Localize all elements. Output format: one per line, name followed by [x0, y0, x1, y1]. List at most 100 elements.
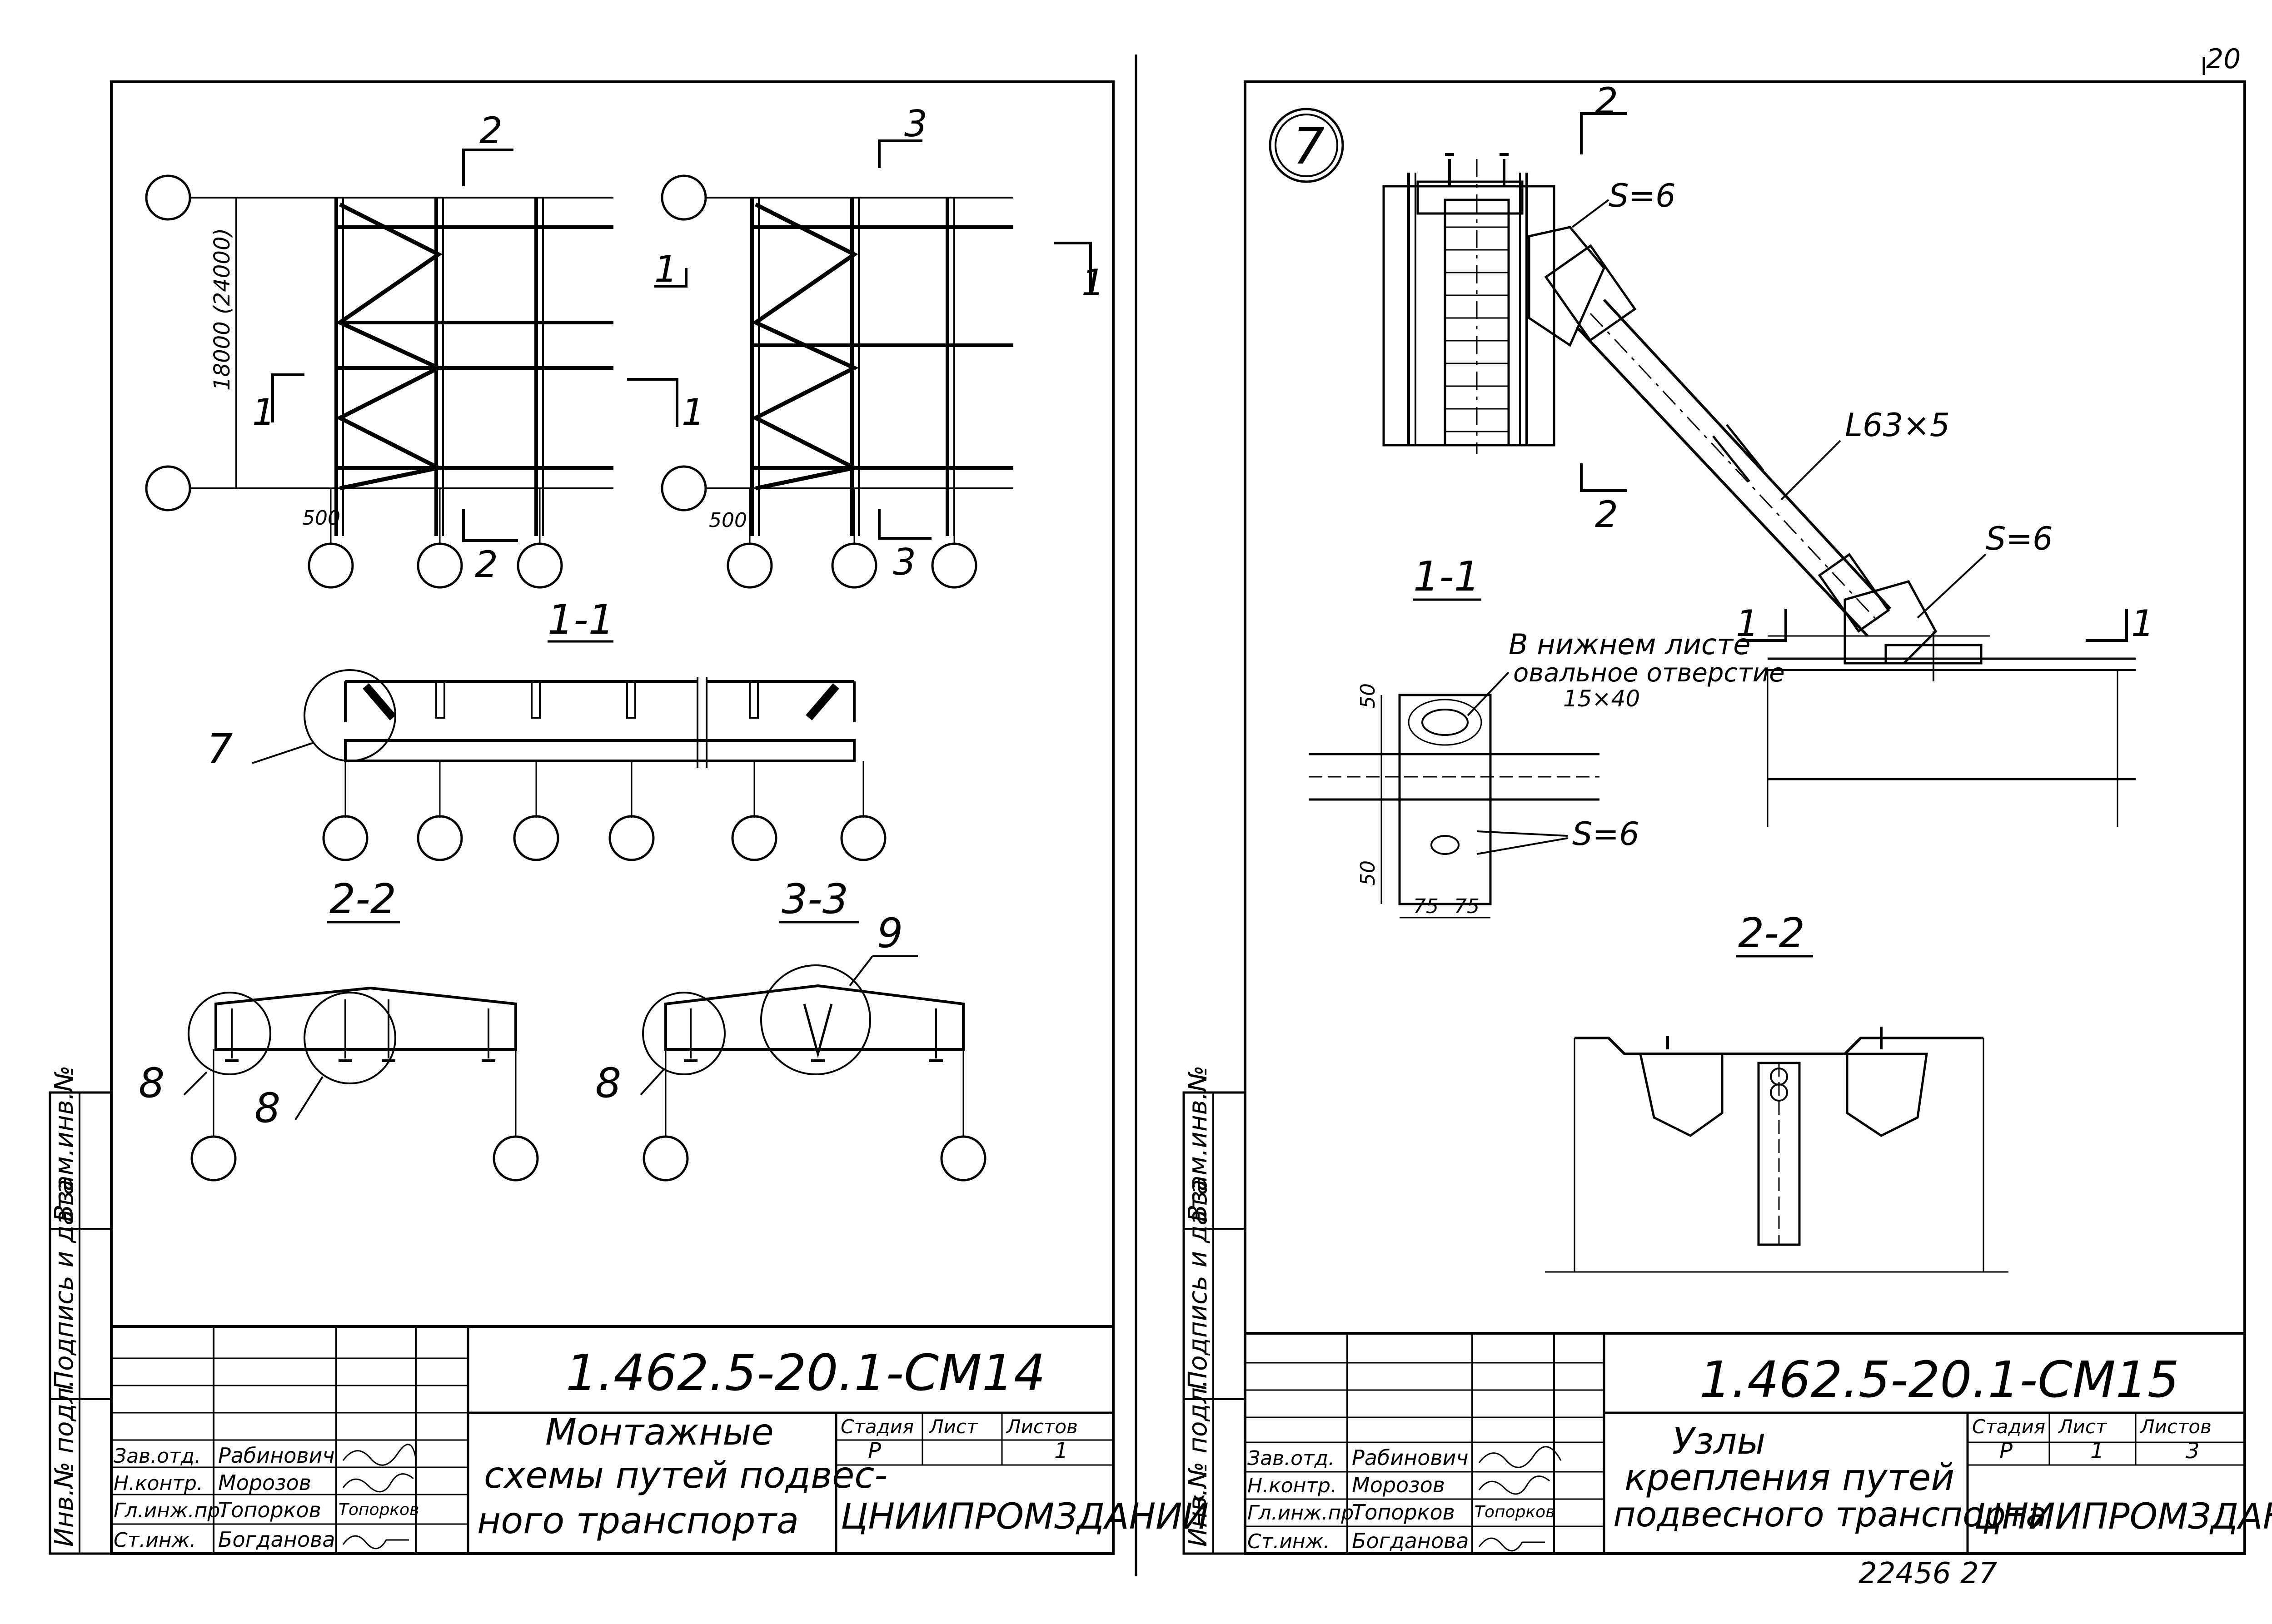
- person-name: Богданова: [1352, 1529, 1469, 1553]
- dimension-offset: 500: [709, 509, 747, 532]
- dimension: 50: [1356, 860, 1380, 886]
- axis-bubble: [727, 542, 773, 589]
- left-plan-2: 500 3 3 1 1: [654, 103, 1105, 589]
- callout-number: 8: [595, 1059, 621, 1107]
- right-side-label-3: Инв.№ подл.: [1183, 1379, 1213, 1547]
- axis-bubble: [513, 815, 559, 861]
- sheet-header: Лист: [928, 1415, 978, 1438]
- section-title: 1-1: [548, 596, 614, 644]
- detail-callout-8: [642, 992, 726, 1075]
- axis-bubble: [840, 815, 887, 861]
- signature: [342, 1473, 414, 1493]
- signature: [1478, 1475, 1550, 1495]
- signature: [342, 1444, 417, 1466]
- axis-bubble: [731, 815, 777, 861]
- stage-header: Стадия: [841, 1415, 914, 1438]
- dimension-offset: 500: [302, 507, 340, 530]
- left-section-3-3: 3-3 8 9: [595, 875, 987, 1182]
- node-circle: [1269, 108, 1344, 183]
- dimension: 75: [1413, 895, 1439, 918]
- left-side-label-1: Взам.инв.№: [50, 1065, 79, 1222]
- section-mark: 2: [1595, 80, 1618, 122]
- left-sheet: Взам.инв.№ Подпись и дата Инв.№ подл. 18…: [49, 80, 1209, 1555]
- angle-label: L63×5: [1845, 407, 1950, 444]
- signature: Топорков: [339, 1500, 419, 1519]
- detail-callout-9: [760, 964, 871, 1075]
- section-mark: 1: [654, 248, 678, 290]
- section-mark: 2: [479, 109, 503, 152]
- person-name: Морозов: [218, 1470, 311, 1495]
- stage-value: Р: [868, 1438, 881, 1464]
- left-plan-1: 18000 (24000) 500 2: [145, 109, 705, 589]
- drawing-title-line: схемы путей подвес-: [484, 1454, 887, 1496]
- detail-callout-7: [304, 669, 396, 762]
- person-name: Морозов: [1352, 1473, 1445, 1497]
- role: Н.контр.: [114, 1472, 203, 1495]
- signature: [342, 1535, 409, 1550]
- node-circle-inner: [1275, 114, 1338, 177]
- section-mark: 1: [682, 391, 705, 433]
- role: Ст.инж.: [114, 1529, 196, 1552]
- organization: ЦНИИПРОМЗДАНИЙ: [1974, 1495, 2272, 1537]
- person-name: Рабинович: [218, 1443, 335, 1468]
- axis-bubble: [417, 542, 463, 589]
- person-name: Топорков: [1352, 1500, 1455, 1525]
- right-node-elevation: 2 2: [1382, 80, 2053, 665]
- node-number: 7: [1293, 117, 1325, 175]
- section-mark: 3: [904, 103, 927, 145]
- plate-label: S=6: [1572, 815, 1639, 853]
- archive-number: 22456 27: [1858, 1557, 1998, 1590]
- callout-number: 9: [877, 909, 903, 957]
- callout-number: 8: [139, 1059, 164, 1107]
- right-title-block: 1.462.5-20.1-CM15 Узлы крепления путей п…: [1244, 1332, 2272, 1555]
- sheets-value: 3: [2186, 1438, 2200, 1464]
- note-line: 15×40: [1563, 685, 1640, 712]
- left-section-2-2: 2-2 8 8: [139, 875, 539, 1182]
- organization: ЦНИИПРОМЗДАНИЙ: [841, 1495, 1209, 1537]
- plate-label: S=6: [1986, 520, 2053, 557]
- left-section-1-1: 1-1 7: [207, 596, 887, 861]
- right-section-2-2: 2-2: [1545, 909, 2008, 1273]
- right-side-label-1: Взам.инв.№: [1183, 1065, 1213, 1222]
- axis-bubble: [643, 1135, 689, 1182]
- role: Гл.инж.пр.: [114, 1499, 226, 1522]
- section-title: 2-2: [1738, 909, 1805, 957]
- axis-bubble: [931, 542, 977, 589]
- role: Зав.отд.: [114, 1445, 201, 1468]
- axis-bubble: [145, 465, 191, 512]
- axis-bubble: [493, 1135, 539, 1182]
- axis-bubble: [608, 815, 655, 861]
- axis-bubble: [661, 465, 707, 512]
- left-title-block: 1.462.5-20.1-CM14 Монтажные схемы путей …: [110, 1325, 1209, 1555]
- drawing-title-line: подвесного транспорта: [1613, 1494, 2047, 1535]
- section-mark: 1: [1736, 602, 1759, 645]
- axis-bubble: [145, 174, 191, 221]
- right-girder-view: 1 1: [1736, 602, 2154, 827]
- drawing-title-line: Узлы: [1672, 1420, 1766, 1462]
- section-title: 2-2: [329, 875, 396, 923]
- axis-bubble: [190, 1135, 237, 1182]
- section-mark: 2: [475, 543, 498, 586]
- note-line: В нижнем листе: [1509, 628, 1750, 661]
- person-name: Топорков: [218, 1498, 321, 1522]
- right-sheet: 20 Взам.инв.№ Подпись и дата Инв.№ подл.…: [1182, 43, 2272, 1590]
- axis-bubble: [308, 542, 354, 589]
- section-title: 3-3: [782, 875, 848, 923]
- dimension: 75: [1454, 895, 1480, 918]
- axis-bubble: [661, 174, 707, 221]
- role: Гл.инж.пр.: [1247, 1501, 1360, 1525]
- axis-bubble: [417, 815, 463, 861]
- detail-callout-8: [188, 992, 271, 1075]
- axis-bubble: [940, 1135, 987, 1182]
- axis-bubble: [322, 815, 369, 861]
- sheet-value: 1: [2090, 1438, 2104, 1464]
- section-mark: 1: [252, 391, 275, 433]
- left-sheet-frame: [110, 80, 1115, 1555]
- drawing-title-line: ного транспорта: [477, 1500, 799, 1542]
- section-mark: 2: [1595, 493, 1618, 536]
- left-side-label-2: Подпись и дата: [50, 1179, 79, 1390]
- dimension-span: 18000 (24000): [209, 228, 235, 391]
- section-mark: 1: [1081, 262, 1105, 304]
- callout-number: 7: [207, 725, 233, 773]
